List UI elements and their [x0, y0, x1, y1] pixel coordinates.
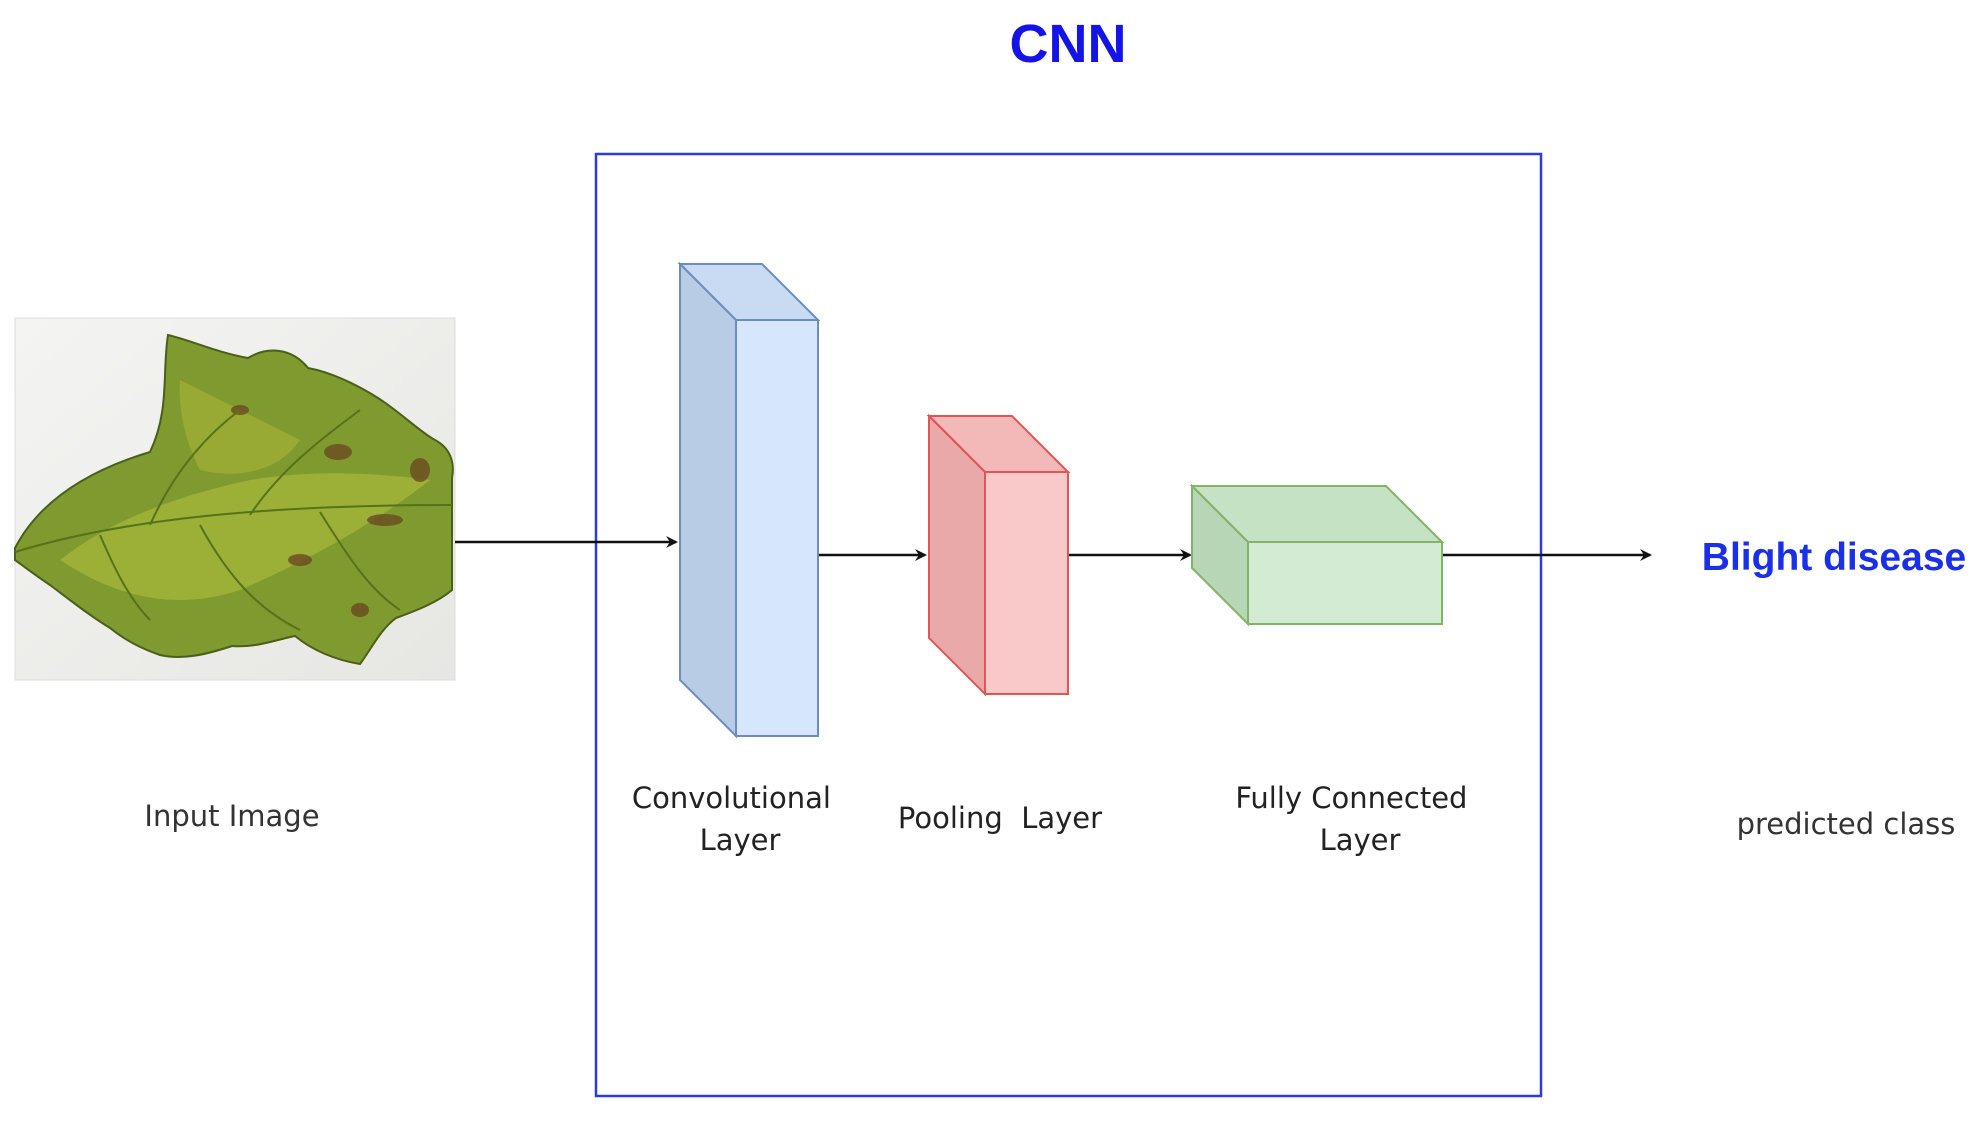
- conv-block-side: [679, 261, 737, 739]
- conv-layer-label: Convolutional Layer: [632, 781, 840, 857]
- conv-layer-label-line-2: Layer: [700, 823, 781, 857]
- conv-layer-block: [677, 261, 821, 739]
- fc-layer-label-line-2: Layer: [1320, 823, 1401, 857]
- diagram-title: CNN: [1010, 14, 1127, 74]
- input-image: [14, 317, 456, 681]
- cnn-frame: [594, 152, 1543, 1098]
- pool-block-front: [984, 471, 1069, 695]
- input-image-label: Input Image: [144, 799, 319, 833]
- conv-block-front: [735, 319, 819, 737]
- fc-layer-label: Fully Connected Layer: [1235, 781, 1476, 857]
- fc-block-front: [1247, 541, 1443, 625]
- leaf-highlight: [60, 473, 430, 600]
- conv-layer-label-line-1: Convolutional: [632, 781, 831, 815]
- pool-layer-label: Pooling Layer: [898, 801, 1102, 835]
- fc-layer-label-line-1: Fully Connected: [1235, 781, 1467, 815]
- leaf-veins: [14, 409, 453, 631]
- predicted-class-value: Blight disease: [1702, 536, 1966, 579]
- pool-layer-block: [926, 413, 1071, 697]
- predicted-class-label: predicted class: [1737, 807, 1956, 841]
- fc-layer-block: [1189, 483, 1445, 627]
